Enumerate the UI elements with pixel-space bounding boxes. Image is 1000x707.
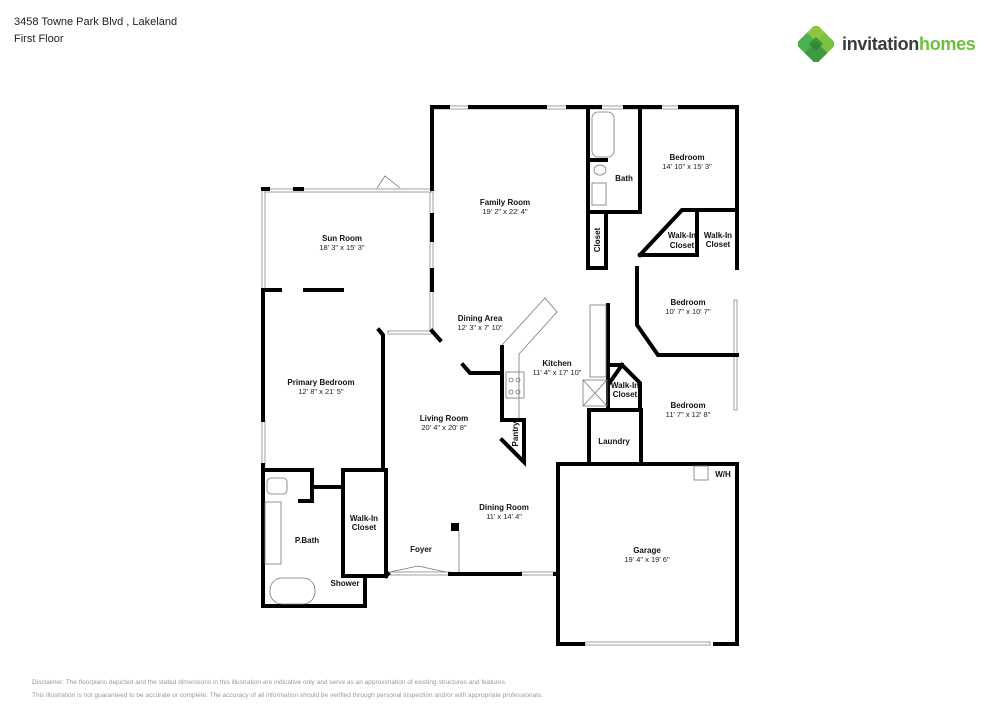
wh-label: W/H: [715, 470, 731, 479]
bedroom3-dims: 11' 7" x 12' 8": [666, 410, 711, 419]
bedroom3-label: Bedroom: [670, 401, 705, 410]
garage-label: Garage: [633, 546, 661, 555]
walkin1-label-2: Closet: [670, 241, 695, 250]
walkin3-label: Walk-In: [611, 381, 639, 390]
living-room-dims: 20' 4" x 20' 8": [421, 423, 467, 432]
walkin2-label-2: Closet: [706, 240, 731, 249]
bath-label: Bath: [615, 174, 633, 183]
kitchen-dims: 11' 4" x 17' 10": [533, 368, 582, 377]
bedroom2-label: Bedroom: [670, 298, 705, 307]
sun-room-label: Sun Room: [322, 234, 362, 243]
family-room-dims: 19' 2" x 22' 4": [482, 207, 528, 216]
clover-logo-icon: [798, 26, 834, 62]
pbath-label: P.Bath: [295, 536, 319, 545]
shower-label: Shower: [331, 579, 360, 588]
bedroom2-dims: 10' 7" x 10' 7": [665, 307, 711, 316]
fixtures: [264, 111, 709, 605]
disclaimer-line-2: This illustration is not guaranteed to b…: [32, 692, 543, 699]
disclaimer-line-1: Disclaimer: The floorplans depicted and …: [32, 679, 507, 686]
walkin4-label: Walk-In: [350, 514, 378, 523]
closet-label: Closet: [593, 227, 602, 252]
family-room-label: Family Room: [480, 198, 530, 207]
floor-label: First Floor: [14, 33, 64, 45]
bedroom1-dims: 14' 10" x 15' 3": [662, 162, 712, 171]
walkin2-label: Walk-In: [704, 231, 732, 240]
walkin3-label-2: Closet: [613, 390, 638, 399]
windows: [261, 105, 738, 646]
dining-area-label: Dining Area: [458, 314, 503, 323]
dining-area-dims: 12' 3" x 7' 10": [457, 323, 503, 332]
kitchen-label: Kitchen: [542, 359, 571, 368]
logo-wordmark: invitationhomes: [842, 33, 976, 54]
living-room-label: Living Room: [420, 414, 468, 423]
walkin4-label-2: Closet: [352, 523, 377, 532]
sun-room-dims: 18' 3" x 15' 3": [319, 243, 365, 252]
property-address: 3458 Towne Park Blvd , Lakeland: [14, 16, 178, 28]
foyer-label: Foyer: [410, 545, 432, 554]
disclaimer: Disclaimer: The floorplans depicted and …: [32, 676, 543, 702]
dining-room-label: Dining Room: [479, 503, 529, 512]
walls: [261, 105, 739, 646]
primary-bedroom-dims: 12' 8" x 21' 5": [298, 387, 344, 396]
brand-logo: invitationhomes: [798, 26, 976, 62]
dining-room-dims: 11' x 14' 4": [486, 512, 522, 521]
primary-bedroom-label: Primary Bedroom: [287, 378, 354, 387]
bedroom1-label: Bedroom: [669, 153, 704, 162]
pantry-label: Pantry: [511, 421, 520, 446]
laundry-label: Laundry: [598, 437, 630, 446]
room-labels: Family Room 19' 2" x 22' 4" Sun Room 18'…: [287, 153, 732, 588]
header: 3458 Towne Park Blvd , Lakeland First Fl…: [14, 14, 177, 48]
walkin1-label: Walk-In: [668, 231, 696, 240]
garage-dims: 19' 4" x 19' 6": [624, 555, 670, 564]
